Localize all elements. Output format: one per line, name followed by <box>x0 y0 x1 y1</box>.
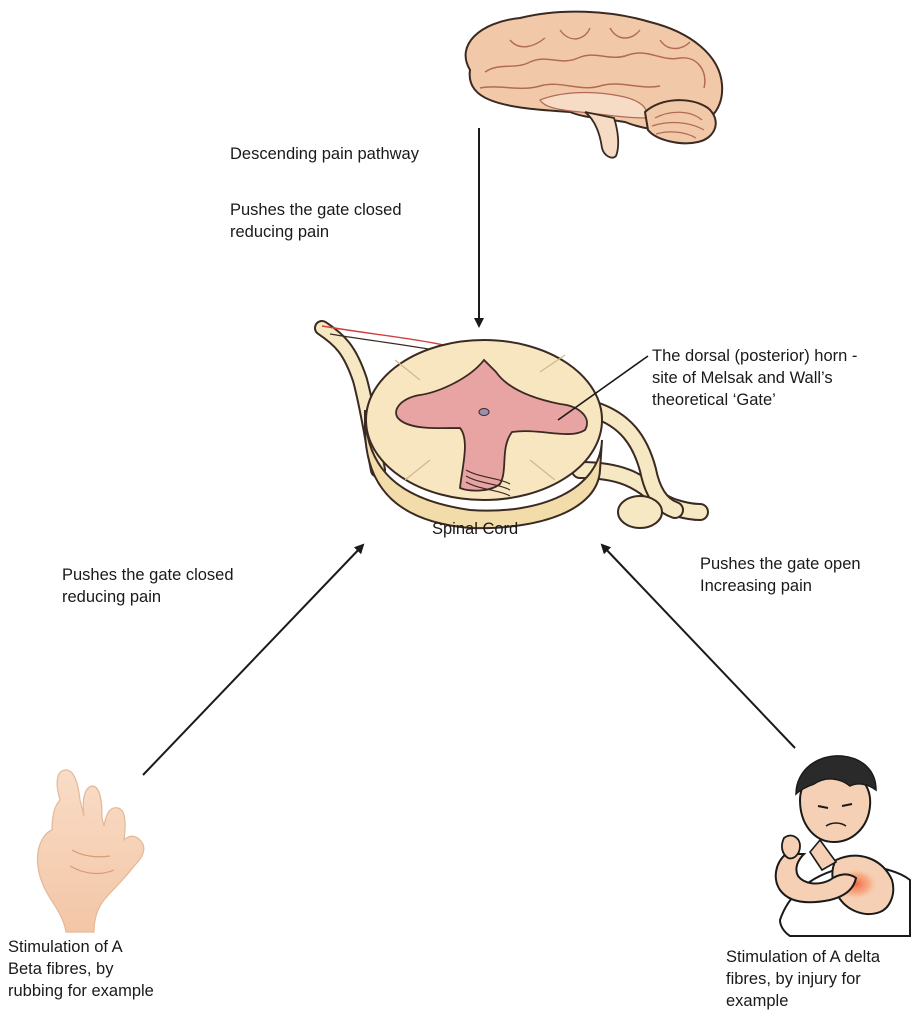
dorsal-horn-line3: theoretical ‘Gate’ <box>652 389 857 411</box>
spinal-cord-text: Spinal Cord <box>432 518 518 540</box>
descending-pathway-label: Descending pain pathway <box>230 143 419 165</box>
spinal-cord-label: Spinal Cord <box>432 518 518 540</box>
top-gate-effect-line1: Pushes the gate closed <box>230 199 402 221</box>
left-gate-effect-line1: Pushes the gate closed <box>62 564 234 586</box>
dorsal-horn-label: The dorsal (posterior) horn - site of Me… <box>652 345 857 411</box>
hand-icon <box>38 770 144 932</box>
left-gate-effect-label: Pushes the gate closed reducing pain <box>62 564 234 608</box>
descending-pathway-text: Descending pain pathway <box>230 143 419 165</box>
beta-fibres-line2: Beta fibres, by <box>8 958 154 980</box>
right-gate-effect-label: Pushes the gate open Increasing pain <box>700 553 861 597</box>
dorsal-horn-line2: site of Melsak and Wall’s <box>652 367 857 389</box>
beta-fibres-line3: rubbing for example <box>8 980 154 1002</box>
delta-fibres-label: Stimulation of A delta fibres, by injury… <box>726 946 880 1012</box>
right-gate-effect-line2: Increasing pain <box>700 575 861 597</box>
top-gate-effect-line2: reducing pain <box>230 221 402 243</box>
delta-fibres-line1: Stimulation of A delta <box>726 946 880 968</box>
left-gate-effect-line2: reducing pain <box>62 586 234 608</box>
dorsal-horn-line1: The dorsal (posterior) horn - <box>652 345 857 367</box>
delta-fibres-line3: example <box>726 990 880 1012</box>
delta-fibres-line2: fibres, by injury for <box>726 968 880 990</box>
spinal-cord-icon <box>322 326 700 528</box>
person-shoulder-pain-icon <box>776 756 910 936</box>
beta-fibres-line1: Stimulation of A <box>8 936 154 958</box>
right-gate-effect-line1: Pushes the gate open <box>700 553 861 575</box>
beta-fibres-label: Stimulation of A Beta fibres, by rubbing… <box>8 936 154 1002</box>
brain-icon <box>466 12 723 158</box>
top-gate-effect-label: Pushes the gate closed reducing pain <box>230 199 402 243</box>
